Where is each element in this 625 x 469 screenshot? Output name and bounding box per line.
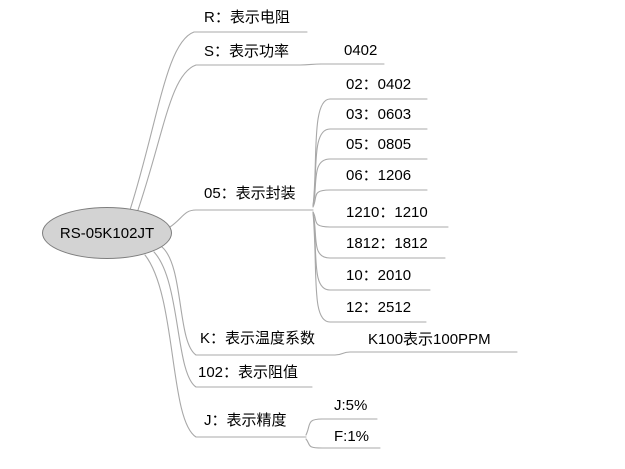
connector-05-child-12 [312, 211, 427, 323]
child-label-k100[interactable]: K100表示100PPM [368, 331, 491, 348]
connector-branch-102 [153, 251, 313, 388]
connector-05-child-05 [312, 158, 428, 207]
child-label-0402[interactable]: 0402 [344, 42, 378, 59]
connector-branch-05 [169, 209, 314, 228]
child-label-10-2010[interactable]: 10：2010 [346, 267, 412, 284]
child-label-1210-1210[interactable]: 1210：1210 [346, 204, 428, 221]
child-label-j5[interactable]: J:5% [334, 397, 368, 414]
branch-label-05[interactable]: 05：表示封装 [204, 185, 296, 202]
connector-05-child-1210 [312, 211, 449, 228]
branch-label-j[interactable]: J：表示精度 [204, 412, 287, 429]
child-label-03-0603[interactable]: 03：0603 [346, 106, 412, 123]
branch-label-r[interactable]: R：表示电阻 [204, 9, 290, 26]
connector-branch-r [129, 31, 308, 211]
root-node-label: RS-05K102JT [59, 224, 155, 242]
child-label-12-2512[interactable]: 12：2512 [346, 299, 412, 316]
child-label-05-0805[interactable]: 05：0805 [346, 136, 412, 153]
connector-05-child-06 [312, 189, 428, 208]
child-label-02-0402[interactable]: 02：0402 [346, 76, 412, 93]
child-label-f1[interactable]: F:1% [334, 428, 370, 445]
connector-branch-s [136, 63, 385, 214]
branch-label-s[interactable]: S：表示功率 [204, 43, 290, 60]
connector-j-child-f1 [305, 438, 381, 449]
child-label-1812-1812[interactable]: 1812：1812 [346, 235, 428, 252]
branch-label-102[interactable]: 102：表示阻值 [198, 364, 299, 381]
root-node[interactable]: RS-05K102JT [42, 207, 172, 259]
child-label-06-1206[interactable]: 06：1206 [346, 167, 412, 184]
connector-j-child-j5 [305, 418, 378, 436]
connector-branch-j [144, 254, 307, 438]
branch-label-k[interactable]: K：表示温度系数 [200, 330, 316, 347]
connector-branch-k [161, 246, 518, 356]
